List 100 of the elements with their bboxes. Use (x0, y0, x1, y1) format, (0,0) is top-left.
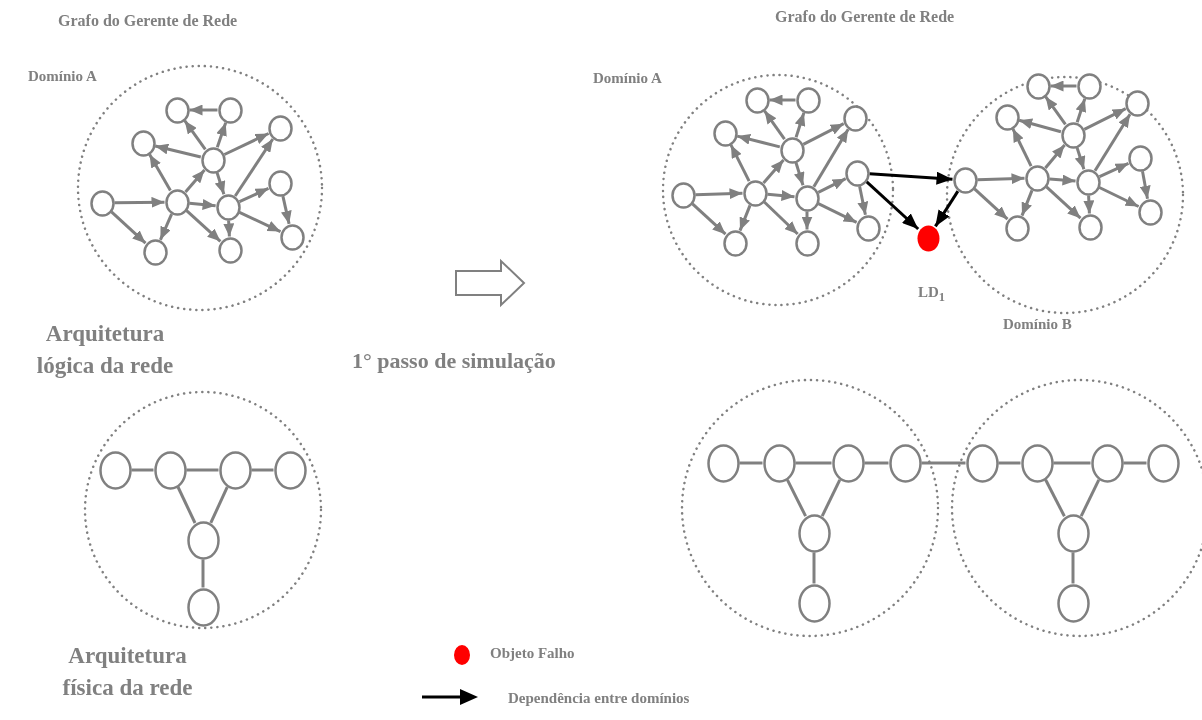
arrow (934, 190, 960, 228)
graph-node (1124, 89, 1150, 117)
connector-line (201, 559, 205, 588)
domain-label: Domínio B (1003, 316, 1072, 333)
arrow (869, 171, 953, 185)
arrow (802, 122, 845, 146)
arrow (1083, 107, 1127, 131)
arrow (1139, 170, 1151, 200)
arrow (185, 209, 222, 243)
domain-circle (28, 63, 325, 313)
graph-node (1076, 72, 1102, 100)
graph-node (842, 104, 868, 132)
heading-text: Grafo do Gerente de Rede (775, 8, 955, 26)
graph-node (1146, 443, 1180, 483)
graph-node (164, 188, 190, 216)
arrow (183, 119, 207, 151)
arrow (729, 144, 751, 182)
graph-node (855, 214, 881, 242)
graph-node (200, 146, 226, 174)
graph-node (779, 136, 805, 164)
arrow (763, 200, 799, 236)
arrow (817, 202, 858, 224)
graph-node (267, 114, 293, 142)
arrow (977, 173, 1025, 185)
connector-line (1071, 552, 1075, 584)
graph-node (273, 450, 307, 490)
arrow (762, 158, 785, 185)
arrow (215, 122, 228, 148)
graph-node (1004, 214, 1030, 242)
arrow (801, 211, 813, 230)
graph-node (98, 450, 132, 490)
graph-node (217, 96, 243, 124)
connector-line (1044, 479, 1066, 517)
graph-node (744, 86, 770, 114)
connector-line (1123, 461, 1147, 465)
arrow (184, 168, 206, 194)
connector-line (131, 468, 154, 472)
graph-node (722, 229, 748, 257)
graph-node (1090, 443, 1124, 483)
arrow (238, 186, 270, 204)
arrow (223, 220, 235, 237)
connector-line (864, 461, 889, 465)
connector-line (209, 486, 229, 524)
arrow (1018, 118, 1062, 134)
graph-node (217, 236, 243, 264)
graph-node (1077, 213, 1103, 241)
arrow (695, 188, 743, 200)
arrow (1045, 185, 1082, 220)
graph-node (1025, 72, 1051, 100)
arrow (857, 185, 869, 216)
connector-line (820, 479, 842, 517)
graph-node (1127, 144, 1153, 172)
graph-node (142, 238, 168, 266)
arrow (817, 177, 847, 194)
domain-label: Domínio A (28, 68, 97, 85)
graph-node (844, 159, 870, 187)
graph-node (952, 166, 978, 194)
connector-line (786, 479, 807, 517)
arrow (1098, 186, 1140, 208)
section-heading: Arquitetura lógica da rede (35, 320, 175, 380)
graph-node (795, 86, 821, 114)
section-heading: Arquitetura física da rede (61, 642, 194, 702)
graph-node (1056, 583, 1090, 623)
graph-node (994, 103, 1020, 131)
connector-line (739, 461, 763, 465)
graph-node (742, 179, 768, 207)
connector-line (186, 468, 219, 472)
arrow (1044, 144, 1066, 169)
arrow (1083, 195, 1095, 214)
domain-label: Domínio A (593, 70, 662, 87)
graph-node (1020, 443, 1054, 483)
domain-circle (593, 70, 896, 308)
heading-text: 1° passo de simulação (352, 348, 556, 374)
domain-circle (82, 389, 324, 631)
connector-line (998, 461, 1021, 465)
arrow (189, 104, 218, 116)
graph-node (215, 193, 241, 221)
connector-line (1053, 461, 1091, 465)
arrow (1075, 98, 1087, 123)
arrow (1049, 174, 1076, 186)
graph-node (794, 229, 820, 257)
graph-node (712, 119, 738, 147)
arrow (154, 143, 202, 159)
connector-line (812, 552, 816, 584)
arrow (223, 132, 270, 156)
graph-node (965, 443, 999, 483)
graph-node (888, 443, 922, 483)
arrow (214, 172, 226, 195)
arrow (159, 213, 173, 241)
graph-node (1137, 198, 1163, 226)
arrow (769, 94, 796, 106)
arrow (114, 196, 165, 208)
arrow (110, 210, 147, 245)
arrow (1044, 95, 1067, 126)
graph-node (797, 583, 831, 623)
graph-node (762, 443, 796, 483)
arrow (148, 153, 172, 192)
legend-text: Objeto Falho (490, 645, 575, 662)
graph-node (218, 450, 252, 490)
connector-line (176, 486, 197, 524)
